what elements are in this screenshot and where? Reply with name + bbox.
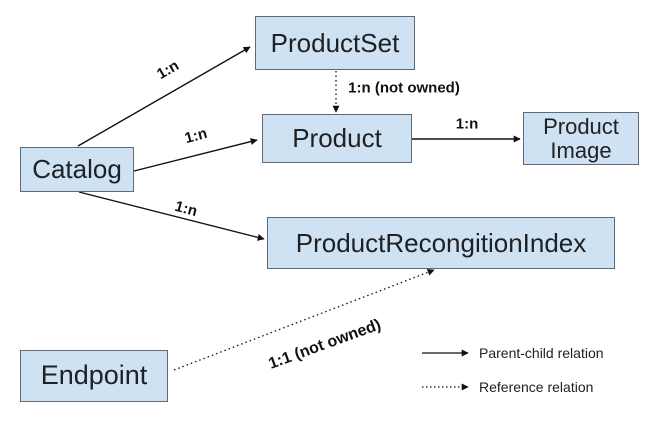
node-product: Product: [262, 114, 412, 163]
node-endpoint: Endpoint: [20, 350, 168, 402]
edge-label-product-productimage: 1:n: [455, 115, 479, 133]
node-product-label: Product: [292, 123, 382, 154]
legend-parent-child-label: Parent-child relation: [479, 345, 604, 361]
connector-endpoint-to-index-reference: [173, 268, 435, 371]
connector-catalog-to-index: [78, 191, 265, 241]
node-product-image: Product Image: [523, 112, 639, 165]
node-product-set-label: ProductSet: [270, 27, 400, 58]
node-catalog-label: Catalog: [32, 154, 122, 185]
connector-catalog-to-product: [133, 138, 258, 172]
node-catalog: Catalog: [20, 147, 134, 192]
edge-label-productset-product: 1:n (not owned): [348, 79, 460, 97]
node-endpoint-label: Endpoint: [40, 360, 148, 391]
connector-catalog-to-productset: [77, 46, 251, 147]
node-product-recognition-index-label: ProductRecongitionIndex: [295, 227, 587, 258]
node-product-image-label: Product Image: [543, 113, 619, 163]
legend-reference-label: Reference relation: [479, 379, 594, 395]
node-product-recognition-index: ProductRecongitionIndex: [267, 217, 615, 269]
node-product-set: ProductSet: [255, 16, 415, 70]
